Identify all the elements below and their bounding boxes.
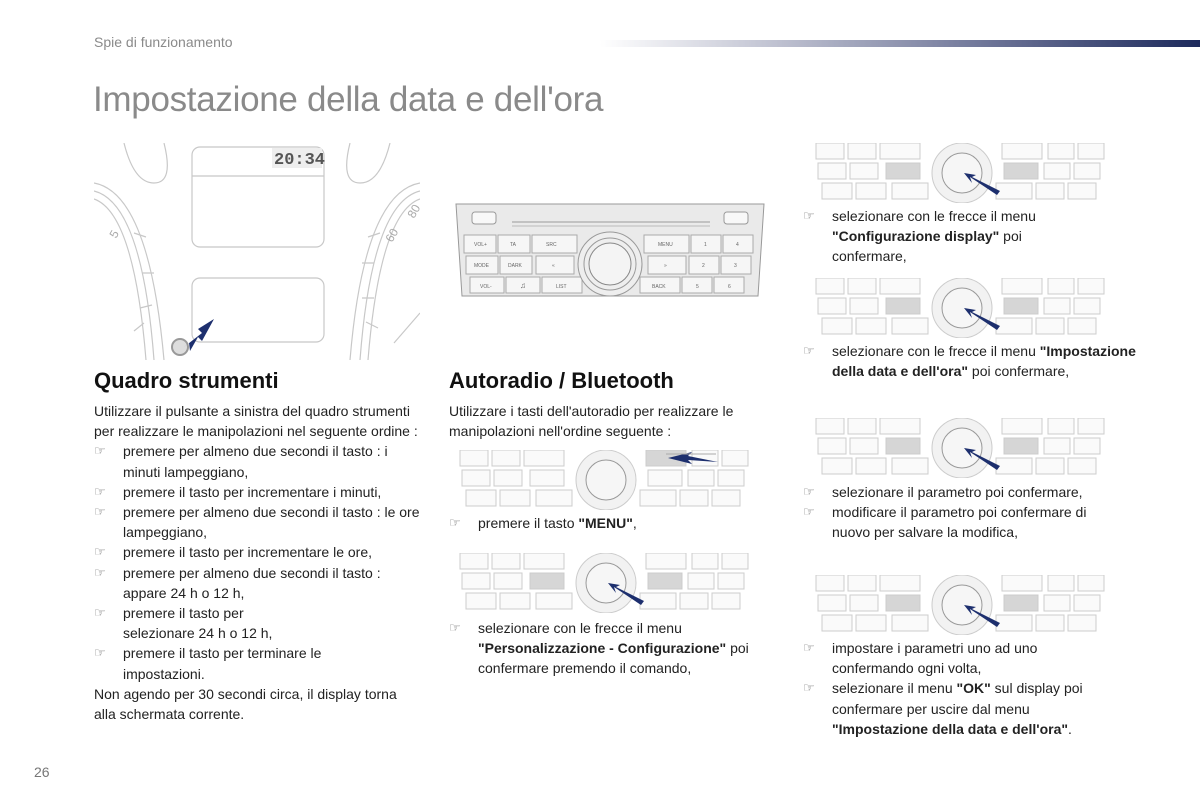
list-item: ☞premere il tasto per incrementare i min… <box>94 482 424 502</box>
pointing-hand-icon: ☞ <box>803 640 815 655</box>
radio-arrows-illustration <box>812 418 1112 478</box>
svg-text:♫: ♫ <box>520 281 526 290</box>
radio-crop-svg <box>459 450 749 510</box>
svg-text:MENU: MENU <box>658 242 673 248</box>
list-item: ☞premere per almeno due secondi il tasto… <box>94 564 381 601</box>
list-item: ☞selezionare con le frecce il menu "Impo… <box>803 343 1136 380</box>
pointing-hand-icon: ☞ <box>94 645 106 661</box>
header-gradient-bar <box>600 40 1200 47</box>
svg-text:VOL+: VOL+ <box>474 242 487 248</box>
list-item: ☞selezionare il parametro poi confermare… <box>803 482 1125 502</box>
section-heading: Autoradio / Bluetooth <box>449 368 674 393</box>
radio-arrows-illustration <box>812 278 1112 338</box>
pointing-hand-icon: ☞ <box>94 504 106 520</box>
arrow-icon <box>184 319 214 351</box>
pointing-hand-icon: ☞ <box>803 484 815 499</box>
cluster-clock: 20:34 <box>274 151 325 170</box>
list-item: ☞selezionare con le frecce il menu "Pers… <box>449 620 749 677</box>
page-title: Impostazione della data e dell'ora <box>93 80 604 119</box>
list-item: ☞premere il tasto per incrementare le or… <box>94 542 424 562</box>
intro-text: Utilizzare il pulsante a sinistra del qu… <box>94 403 418 440</box>
pointing-hand-icon: ☞ <box>803 208 815 223</box>
radio-crop-svg <box>815 143 1105 203</box>
list-item: ☞premere per almeno due secondi il tasto… <box>94 443 388 480</box>
svg-text:VOL-: VOL- <box>480 284 492 290</box>
svg-text:«: « <box>552 263 555 269</box>
svg-text:2: 2 <box>702 263 705 269</box>
pointing-hand-icon: ☞ <box>94 443 106 459</box>
radio-arrows-illustration <box>812 143 1112 203</box>
svg-text:MODE: MODE <box>474 263 490 269</box>
instrument-cluster-section: Quadro strumenti Utilizzare il pulsante … <box>94 368 424 724</box>
radio-crop-svg <box>815 418 1105 478</box>
section-title: Spie di funzionamento <box>94 34 233 50</box>
svg-text:»: » <box>664 263 667 269</box>
svg-text:5: 5 <box>106 227 122 240</box>
pointing-hand-icon: ☞ <box>803 680 815 696</box>
list-item: ☞premere per almeno due secondi il tasto… <box>94 504 420 541</box>
radio-menu-button-illustration <box>456 450 756 510</box>
svg-text:4: 4 <box>736 242 739 248</box>
pointing-hand-icon: ☞ <box>803 343 815 358</box>
pointing-hand-icon: ☞ <box>94 483 106 499</box>
radio-arrows-illustration <box>456 553 756 613</box>
svg-text:80: 80 <box>404 202 420 221</box>
page-number: 26 <box>34 764 50 780</box>
svg-text:3: 3 <box>734 263 737 269</box>
radio-crop-svg <box>815 575 1105 635</box>
cluster-button <box>171 338 189 356</box>
radio-section: Autoradio / Bluetooth Utilizzare i tasti… <box>449 368 774 441</box>
svg-text:LIST: LIST <box>556 284 567 290</box>
svg-text:BACK: BACK <box>652 284 666 290</box>
svg-text:DARK: DARK <box>508 263 523 269</box>
list-item: ☞impostare i parametri uno ad uno confer… <box>803 640 1038 677</box>
list-item: ☞premere il tasto per selezionare 24 h o… <box>94 605 273 642</box>
pointing-hand-icon: ☞ <box>803 504 815 520</box>
outro-text: Non agendo per 30 secondi circa, il disp… <box>94 685 397 723</box>
list-item: ☞modificare il parametro poi confermare … <box>803 504 1087 541</box>
section-heading: Quadro strumenti <box>94 368 279 393</box>
pointing-hand-icon: ☞ <box>94 605 106 621</box>
pointing-hand-icon: ☞ <box>449 515 461 530</box>
svg-text:6: 6 <box>728 284 731 290</box>
radio-arrows-illustration <box>812 575 1112 635</box>
list-item: ☞selezionare il menu "OK" sul display po… <box>803 680 1083 737</box>
svg-text:5: 5 <box>696 284 699 290</box>
svg-text:TA: TA <box>510 242 517 248</box>
svg-text:SRC: SRC <box>546 242 557 248</box>
radio-crop-svg <box>815 278 1105 338</box>
svg-text:60: 60 <box>382 226 401 245</box>
pointing-hand-icon: ☞ <box>94 564 106 580</box>
list-item: ☞premere il tasto "MENU", <box>449 513 778 533</box>
pointing-hand-icon: ☞ <box>449 620 461 635</box>
list-item: ☞selezionare con le frecce il menu "Conf… <box>803 208 1036 265</box>
radio-illustration: VOL+ TA SRC MENU 1 4 MODE DARK « » 2 3 VOL- ♫ LIST… <box>452 202 768 298</box>
instrument-cluster-illustration: 20:34 5 60 80 <box>94 143 420 360</box>
radio-crop-svg <box>459 553 749 613</box>
list-item: ☞premere il tasto per terminare le impos… <box>94 645 322 682</box>
pointing-hand-icon: ☞ <box>94 544 106 560</box>
intro-text: Utilizzare i tasti dell'autoradio per re… <box>449 403 734 440</box>
svg-text:1: 1 <box>704 242 707 248</box>
